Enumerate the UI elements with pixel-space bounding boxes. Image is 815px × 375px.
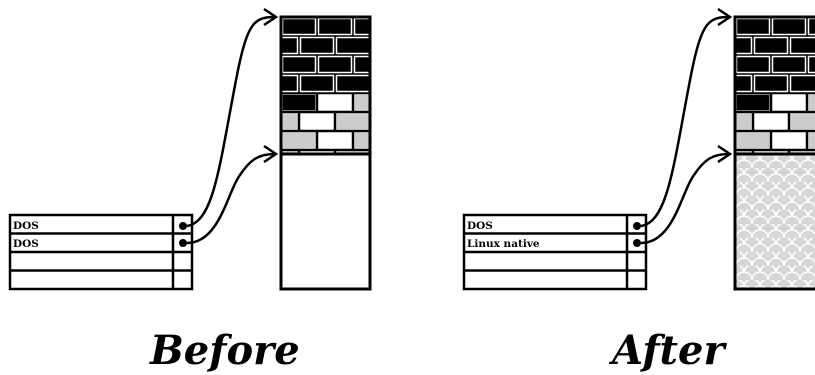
pointer-dot <box>633 222 641 230</box>
partition-table-before: DOS DOS <box>8 213 194 291</box>
brick <box>808 132 815 149</box>
brick <box>299 74 335 93</box>
brick <box>735 113 752 130</box>
brick <box>317 55 353 74</box>
brick <box>789 74 815 93</box>
brick <box>281 36 299 55</box>
brick <box>772 132 806 149</box>
brick <box>735 17 771 36</box>
brick <box>808 94 815 111</box>
brick <box>409 152 442 168</box>
brick <box>701 57 734 73</box>
arrowhead <box>717 7 733 27</box>
partition-table-after: DOS Linux native <box>462 213 648 291</box>
brick <box>317 17 353 36</box>
brick <box>736 132 770 149</box>
dos-partition-bricks <box>247 17 442 168</box>
brick <box>281 55 317 74</box>
disk-after <box>701 15 815 291</box>
pointer-arrow <box>640 15 730 228</box>
brick <box>735 74 753 93</box>
brick <box>373 152 406 168</box>
before-panel: DOS DOS Before <box>8 7 442 374</box>
brick <box>807 17 815 36</box>
pointer-dot <box>179 239 187 247</box>
brick <box>772 94 806 111</box>
brick <box>736 94 770 111</box>
brick <box>373 76 406 92</box>
brick <box>281 74 299 93</box>
pointer-arrows-before <box>186 7 279 245</box>
brick <box>771 55 807 74</box>
pointer-dot <box>633 239 641 247</box>
brick <box>335 36 370 55</box>
brick <box>247 57 280 73</box>
brick <box>789 36 815 55</box>
brick <box>247 133 280 149</box>
empty-partition <box>281 154 370 289</box>
brick <box>391 95 424 111</box>
brick <box>353 55 370 74</box>
brick <box>299 36 335 55</box>
brick <box>701 133 734 149</box>
brick <box>353 17 370 36</box>
before-caption: Before <box>149 327 300 374</box>
brick <box>391 133 424 149</box>
brick <box>807 55 815 74</box>
brick <box>754 113 788 130</box>
brick <box>282 94 316 111</box>
brick <box>300 113 334 130</box>
after-caption: After <box>608 327 727 374</box>
dos-partition-bricks <box>701 17 815 154</box>
brick <box>281 113 298 130</box>
arrowhead <box>717 144 733 164</box>
brick <box>354 132 370 149</box>
brick <box>318 94 352 111</box>
brick <box>247 95 280 111</box>
brick <box>354 94 370 111</box>
brick <box>373 38 406 54</box>
brick <box>735 36 753 55</box>
brick <box>753 74 789 93</box>
brick <box>701 95 734 111</box>
pointer-dot <box>179 222 187 230</box>
arrowhead <box>263 144 279 164</box>
brick <box>409 38 442 54</box>
partition-row-label: Linux native <box>467 238 540 250</box>
brick <box>409 76 442 92</box>
brick <box>391 57 424 73</box>
pointer-arrow <box>186 15 276 228</box>
after-panel: DOS Linux native After <box>462 7 815 374</box>
brick <box>282 132 316 149</box>
partition-row-label: DOS <box>13 220 39 232</box>
pointer-arrows-after <box>640 7 733 245</box>
linux-native-partition <box>735 154 815 289</box>
disk-before <box>247 15 442 291</box>
pointer-arrow <box>640 152 730 245</box>
brick <box>318 132 352 149</box>
partition-row-label: DOS <box>13 238 39 250</box>
brick <box>281 17 317 36</box>
partition-row-label: DOS <box>467 220 493 232</box>
arrowhead <box>263 7 279 27</box>
brick <box>409 114 442 130</box>
brick <box>336 113 370 130</box>
brick <box>771 17 807 36</box>
brick <box>790 113 815 130</box>
brick <box>735 55 771 74</box>
brick <box>373 114 406 130</box>
pointer-arrow <box>186 152 276 245</box>
brick <box>753 36 789 55</box>
brick <box>391 19 424 35</box>
brick <box>335 74 370 93</box>
